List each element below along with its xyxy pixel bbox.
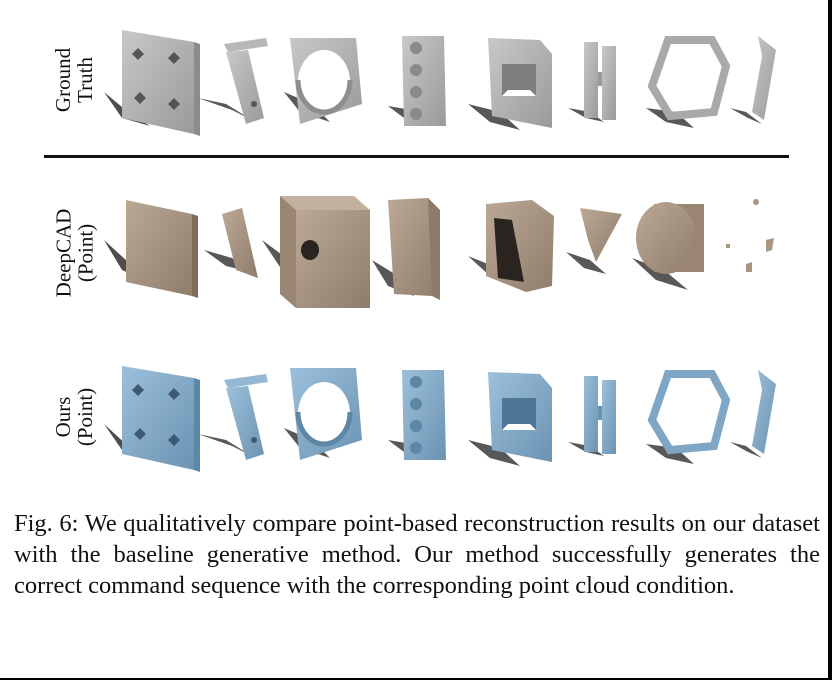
render-frame xyxy=(468,200,554,292)
render-frame xyxy=(468,38,552,130)
renders-grid xyxy=(104,30,776,472)
render-thin-bracket xyxy=(730,36,776,124)
render-ring xyxy=(284,38,362,124)
render-box xyxy=(262,196,370,308)
render-plate xyxy=(104,200,198,298)
ground-truth-row xyxy=(104,30,776,136)
render-thin-bracket xyxy=(730,370,776,458)
render-h-block xyxy=(568,376,616,456)
render-broken-bracket xyxy=(204,208,258,278)
render-bracket xyxy=(198,374,268,460)
render-wedge xyxy=(566,208,622,274)
render-cylinder xyxy=(632,202,704,290)
render-plate xyxy=(104,366,200,472)
render-plate xyxy=(104,30,200,136)
render-hexagon-band xyxy=(646,36,731,128)
render-lego-brick xyxy=(388,36,446,126)
render-ring xyxy=(284,368,362,460)
render-hexagon-band xyxy=(646,370,731,464)
render-frame xyxy=(468,372,552,466)
ours-row xyxy=(104,366,776,472)
row-divider xyxy=(44,155,789,158)
caption-label: Fig. 6: xyxy=(14,510,79,537)
figure-caption: Fig. 6: We qualitatively compare point-b… xyxy=(14,508,820,601)
deepcad-row xyxy=(104,196,774,308)
render-bracket xyxy=(198,38,268,124)
render-h-block xyxy=(568,42,616,122)
render-tall-block xyxy=(372,198,440,300)
caption-text: We qualitatively compare point-based rec… xyxy=(14,510,820,599)
render-fragments xyxy=(726,199,774,272)
render-lego-brick xyxy=(388,370,446,460)
